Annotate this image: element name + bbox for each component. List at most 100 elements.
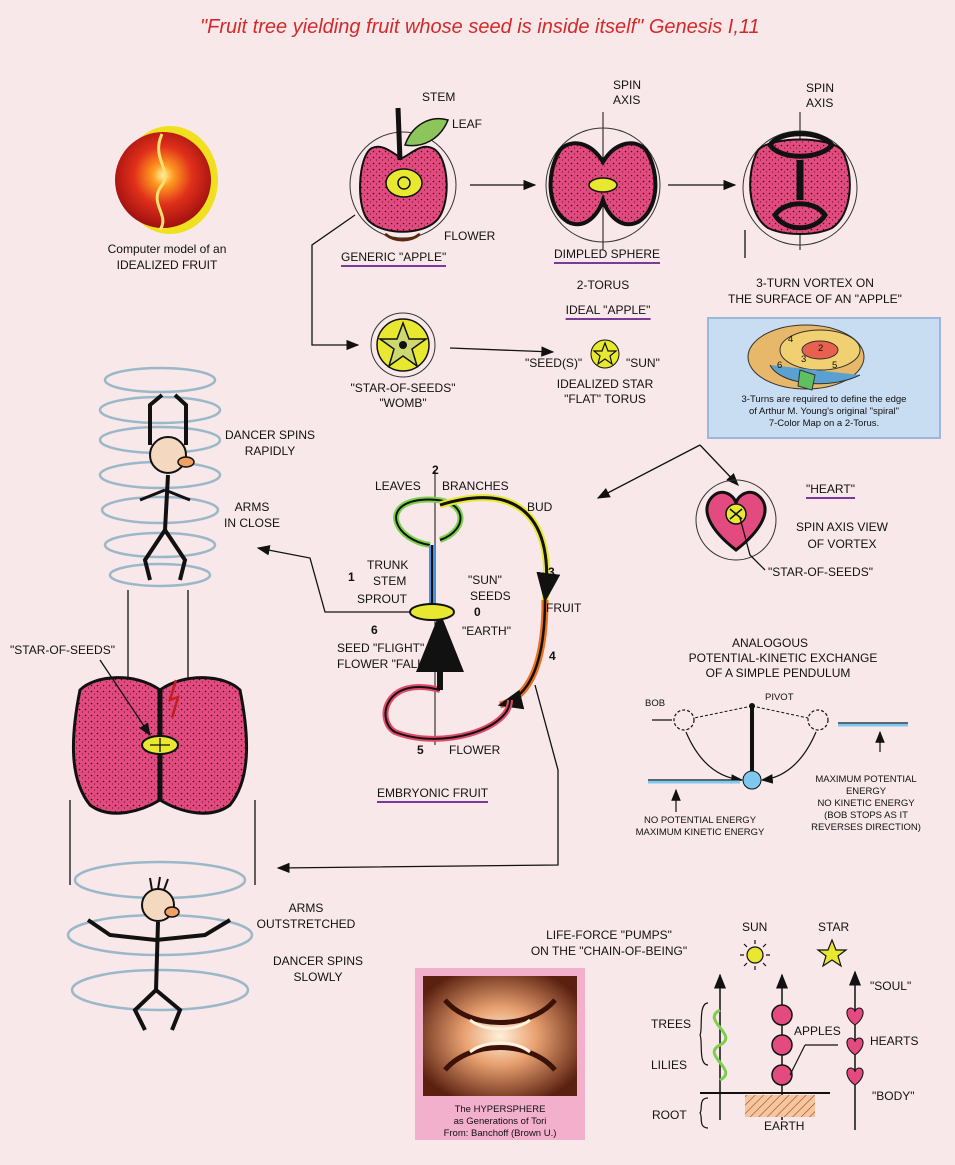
lilies-label: LILIES — [651, 1058, 688, 1072]
analogous-label-1: ANALOGOUS — [731, 636, 809, 650]
arms-close-label-1: ARMS — [234, 500, 270, 514]
life-force-label-2: ON THE "CHAIN-OF-BEING" — [530, 944, 688, 958]
arms-out-label-1: ARMS — [288, 901, 324, 915]
dimpled-sphere-graphic — [545, 112, 661, 250]
stage-3-number: 3 — [548, 565, 555, 579]
stage-4-number: 4 — [549, 649, 556, 663]
spin-axis-view-label-2: OF VORTEX — [807, 537, 877, 551]
earth-mid-label: "EARTH" — [462, 624, 511, 638]
hearts-label: HEARTS — [870, 1034, 919, 1048]
map-number-2: 2 — [818, 343, 824, 354]
heart-vortex-graphic — [695, 479, 777, 571]
vortex-label-2: THE SURFACE OF AN "APPLE" — [728, 292, 902, 306]
map-number-5: 5 — [832, 360, 838, 371]
hypersphere-image — [415, 968, 585, 1140]
seeds-top-label: "SEED(S)" — [525, 356, 583, 370]
arrow-to-heart — [699, 444, 739, 486]
seven-color-map-panel — [707, 317, 941, 439]
idealized-fruit-model — [115, 126, 218, 234]
dancer-slow-label-2: SLOWLY — [293, 970, 343, 984]
womb-label: "WOMB" — [379, 396, 427, 410]
map-number-3: 3 — [801, 354, 807, 365]
sprout-label: SPROUT — [357, 592, 408, 606]
stage-6-number: 6 — [371, 623, 378, 637]
computer-model-label: Computer model of an — [107, 242, 227, 256]
ideal-apple-label: IDEAL "APPLE" — [565, 303, 651, 320]
map-note-1: 3-Turns are required to define the edge — [741, 394, 907, 405]
vortex-apple-graphic — [742, 112, 858, 250]
fruit-label: FRUIT — [546, 601, 582, 615]
star-of-seeds-heart-label: "STAR-OF-SEEDS" — [768, 565, 873, 579]
sun-bottom-label: SUN — [742, 920, 768, 934]
map-note-2: of Arthur M. Young's original "spiral" — [748, 406, 900, 417]
stage-2-number: 2 — [432, 463, 439, 477]
trunk-label: TRUNK — [367, 558, 409, 572]
hypersphere-caption-3: From: Banchoff (Brown U.) — [443, 1128, 557, 1139]
branches-label: BRANCHES — [442, 479, 509, 493]
generic-apple-label: GENERIC "APPLE" — [341, 250, 447, 267]
life-force-label-1: LIFE-FORCE "PUMPS" — [546, 928, 672, 942]
no-potential-label-1: NO POTENTIAL ENERGY — [643, 815, 757, 826]
spin-axis-2b-label: AXIS — [806, 96, 834, 110]
arrow-womb-to-star — [449, 346, 555, 357]
spin-axis-2-label: SPIN — [806, 81, 835, 95]
embryonic-fruit-spiral — [382, 470, 561, 745]
arrow-to-embryonic — [596, 444, 701, 499]
idealized-star-label: IDEALIZED STAR — [556, 377, 654, 391]
dimpled-sphere-label: DIMPLED SPHERE — [553, 247, 661, 264]
dancer-slow-graphic — [66, 860, 254, 1031]
generic-apple-graphic — [349, 107, 457, 242]
stage-0-number: 0 — [474, 605, 481, 619]
stem-mid-label: STEM — [373, 574, 407, 588]
seeds-mid-label: SEEDS — [470, 589, 511, 603]
sun-mid-label: "SUN" — [468, 573, 502, 587]
max-potential-label-5: REVERSES DIRECTION) — [811, 822, 921, 833]
page-title: "Fruit tree yielding fruit whose seed is… — [200, 16, 760, 38]
earth-bottom-label: EARTH — [764, 1119, 805, 1133]
sun-icon — [740, 940, 770, 970]
bob-label: BOB — [645, 698, 666, 709]
star-of-seeds-left-label: "STAR-OF-SEEDS" — [10, 643, 115, 657]
dancer-slow-label-1: DANCER SPINS — [272, 954, 364, 968]
dancer-rapid-label-1: DANCER SPINS — [224, 428, 316, 442]
arrow-apple-to-star — [311, 214, 360, 351]
dancer-rapid-label-2: RAPIDLY — [244, 444, 296, 458]
spin-axis-1-label: SPIN — [613, 78, 642, 92]
sun-top-label: "SUN" — [626, 356, 660, 370]
analogous-label-3: OF A SIMPLE PENDULUM — [705, 666, 851, 680]
max-potential-label-3: NO KINETIC ENERGY — [817, 798, 915, 809]
leaf-label: LEAF — [452, 117, 483, 131]
dancer-rapid-graphic — [98, 366, 222, 588]
hypersphere-caption-1: The HYPERSPHERE — [454, 1104, 546, 1115]
trees-label: TREES — [651, 1017, 692, 1031]
two-torus-label: 2-TORUS — [576, 278, 630, 292]
max-potential-label-4: (BOB STOPS AS IT — [824, 810, 908, 821]
arms-out-label-2: OUTSTRETCHED — [256, 917, 356, 931]
idealized-star-graphic — [590, 339, 620, 369]
idealized-fruit-label: IDEALIZED FRUIT — [116, 258, 218, 272]
max-potential-label-1: MAXIMUM POTENTIAL — [815, 774, 917, 785]
root-label: ROOT — [652, 1108, 687, 1122]
big-apple-graphic — [69, 590, 256, 885]
hypersphere-caption-2: as Generations of Tori — [453, 1116, 547, 1127]
analogous-label-2: POTENTIAL-KINETIC EXCHANGE — [688, 651, 878, 665]
flower-fall-label: FLOWER "FALL" — [337, 657, 429, 671]
star-bottom-label: STAR — [818, 920, 850, 934]
map-number-6: 6 — [777, 360, 783, 371]
stage-1-number: 1 — [348, 570, 355, 584]
heart-label: "HEART" — [806, 482, 855, 499]
spin-axis-view-label-1: SPIN AXIS VIEW — [795, 520, 889, 534]
soul-label: "SOUL" — [870, 979, 912, 993]
stem-label: STEM — [422, 90, 456, 104]
spin-axis-1b-label: AXIS — [613, 93, 641, 107]
apples-label: APPLES — [794, 1024, 841, 1038]
chain-of-being-graphic — [699, 938, 864, 1130]
map-number-4: 4 — [788, 334, 794, 345]
star-of-seeds-womb-graphic — [370, 312, 436, 378]
star-of-seeds-top-label: "STAR-OF-SEEDS" — [350, 381, 456, 395]
stage-5-number: 5 — [417, 743, 424, 757]
arms-close-label-2: IN CLOSE — [223, 516, 281, 530]
flat-torus-label: "FLAT" TORUS — [564, 392, 646, 406]
